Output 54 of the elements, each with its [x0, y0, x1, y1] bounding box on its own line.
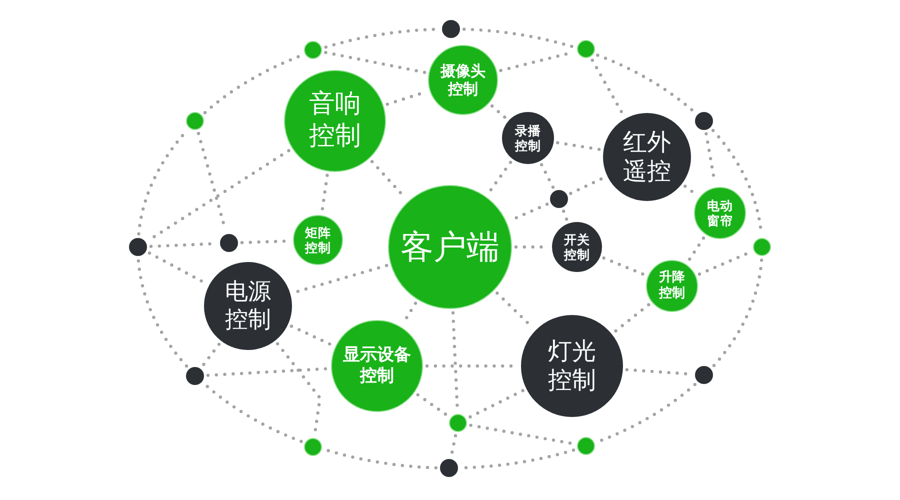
dotted-connector: [490, 104, 508, 120]
node-label: 显示设备控制: [342, 345, 412, 387]
network-dot: [550, 190, 568, 208]
dotted-connector: [712, 258, 764, 368]
dotted-connector: [290, 324, 334, 346]
node-label: 音响控制: [308, 89, 362, 153]
dotted-connector: [203, 382, 303, 443]
network-dot: [695, 112, 713, 130]
network-dot: [220, 234, 238, 252]
node-label: 电动窗帘: [706, 198, 734, 228]
circle-node: [646, 260, 698, 312]
node-label: 摄像头控制: [439, 62, 486, 98]
network-dot: [304, 41, 322, 59]
node-label: 开关控制: [563, 232, 591, 262]
dotted-connector: [596, 54, 696, 114]
dotted-connector: [136, 258, 188, 368]
node-label: 灯光控制: [546, 336, 597, 396]
circle-node: [502, 112, 554, 164]
network-dot: [577, 437, 595, 455]
network-dot: [186, 367, 204, 385]
node-label: 升降控制: [658, 270, 686, 302]
dotted-connector: [468, 389, 524, 419]
network-dot: [442, 20, 460, 38]
dotted-connector: [602, 256, 646, 276]
dotted-connector: [686, 236, 706, 262]
network-dot: [695, 366, 713, 384]
network-dot: [186, 112, 204, 130]
dotted-connector: [556, 141, 602, 151]
dotted-connector: [613, 303, 650, 334]
dotted-connector: [324, 50, 426, 74]
network-dot: [577, 40, 595, 58]
node-label: 录播控制: [514, 122, 542, 154]
circle-node: [694, 187, 746, 239]
dotted-connector: [462, 28, 575, 48]
network-dot: [129, 238, 147, 256]
node-label: 客户端: [400, 226, 500, 268]
network-dot: [440, 459, 458, 477]
node-label: 电源控制: [224, 278, 272, 334]
dotted-connector: [201, 342, 221, 368]
circle-node: [552, 222, 602, 272]
dotted-connector: [569, 176, 606, 195]
node-label: 矩阵控制: [304, 224, 332, 256]
dotted-connector: [320, 174, 329, 213]
network-dot: [304, 438, 322, 456]
dotted-connector: [562, 210, 568, 222]
dotted-connector: [203, 54, 303, 114]
network-dot: [753, 238, 771, 256]
dotted-connector: [540, 163, 555, 189]
circle-node: [293, 215, 343, 265]
dotted-connector: [206, 367, 329, 377]
dotted-connector: [324, 448, 438, 470]
network-dot: [449, 414, 467, 432]
node-label: 红外遥控: [622, 128, 672, 186]
dotted-connector: [416, 393, 449, 418]
